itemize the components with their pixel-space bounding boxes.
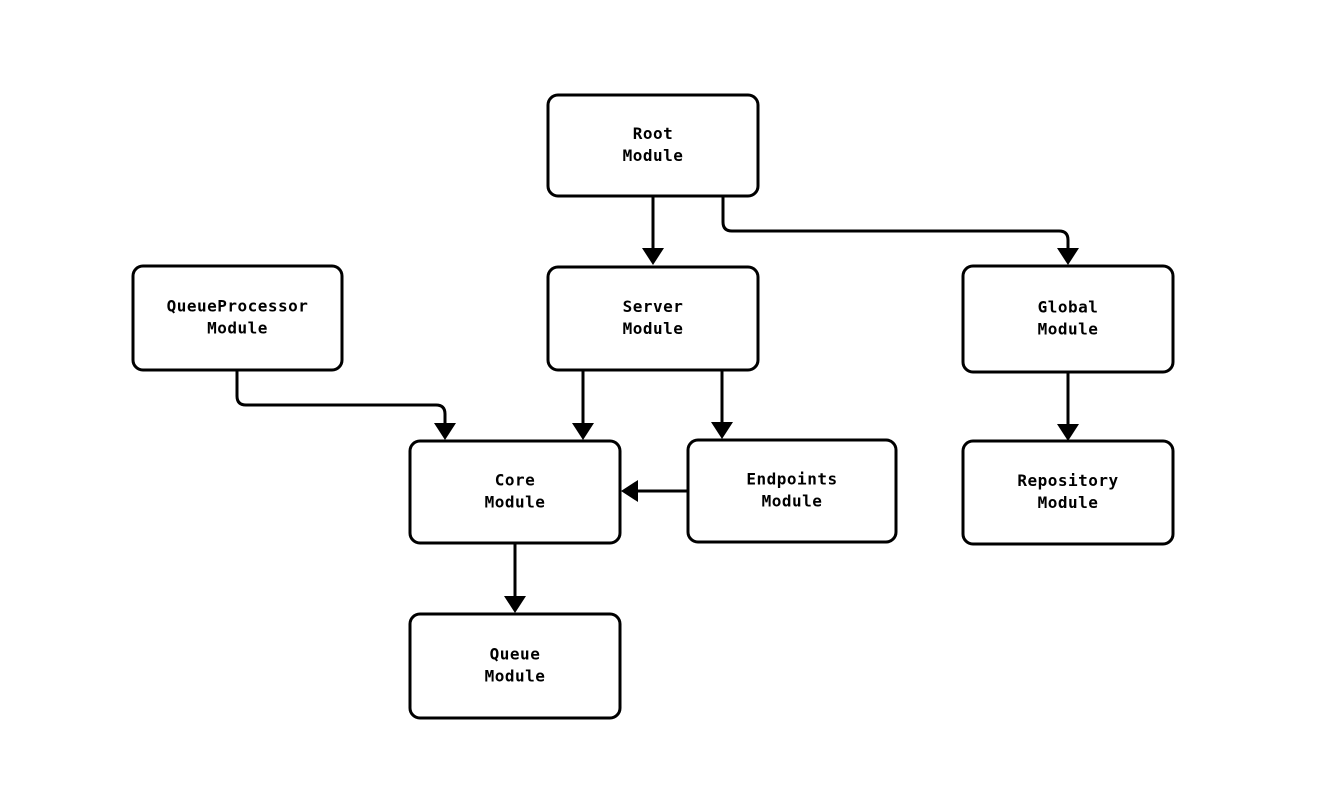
node-label-line2: Module — [623, 319, 684, 338]
node-box[interactable] — [686, 438, 898, 544]
node-label-line2: Module — [485, 493, 546, 512]
node-label-line2: Module — [1038, 320, 1099, 339]
edge-global-to-repository — [1057, 372, 1079, 441]
arrowhead-icon — [572, 423, 594, 440]
arrowhead-icon — [1057, 424, 1079, 441]
arrowhead-icon — [504, 596, 526, 613]
edge-root-to-server — [642, 196, 664, 265]
edge-endpoints-to-core — [621, 480, 688, 502]
arrowhead-icon — [621, 480, 638, 502]
node-box[interactable] — [408, 612, 622, 720]
node-label-line1: Queue — [490, 645, 541, 664]
node-box[interactable] — [546, 93, 760, 198]
arrowhead-icon — [1057, 248, 1079, 265]
node-label-line1: Endpoints — [746, 470, 837, 489]
node-box[interactable] — [961, 439, 1175, 546]
node-box[interactable] — [546, 265, 760, 372]
node-label-line1: Server — [623, 297, 684, 316]
edge-line — [235, 370, 447, 423]
edge-core-to-queue — [504, 543, 526, 613]
edge-server-to-endpoints — [711, 370, 733, 439]
node-label-line1: Repository — [1017, 471, 1118, 490]
node-box[interactable] — [131, 264, 344, 372]
node-label-line1: QueueProcessor — [167, 297, 309, 316]
edges-layer — [235, 196, 1079, 613]
arrowhead-icon — [642, 248, 664, 265]
edge-root-to-global — [721, 196, 1079, 265]
node-label-line2: Module — [623, 146, 684, 165]
node-label-line2: Module — [1038, 493, 1099, 512]
node-label-line2: Module — [485, 667, 546, 686]
nodes-layer: RootModuleQueueProcessorModuleServerModu… — [131, 93, 1175, 720]
node-label-line1: Root — [633, 124, 674, 143]
node-label-line1: Global — [1038, 298, 1099, 317]
node-box[interactable] — [408, 439, 622, 545]
arrowhead-icon — [711, 422, 733, 439]
node-label-line2: Module — [207, 319, 268, 338]
node-label-line1: Core — [495, 471, 536, 490]
node-box[interactable] — [961, 264, 1175, 374]
edge-server-to-core — [572, 370, 594, 440]
arrowhead-icon — [434, 423, 456, 440]
node-label-line2: Module — [762, 492, 823, 511]
edge-queueprocessor-to-core — [235, 370, 456, 440]
edge-line — [721, 196, 1070, 248]
